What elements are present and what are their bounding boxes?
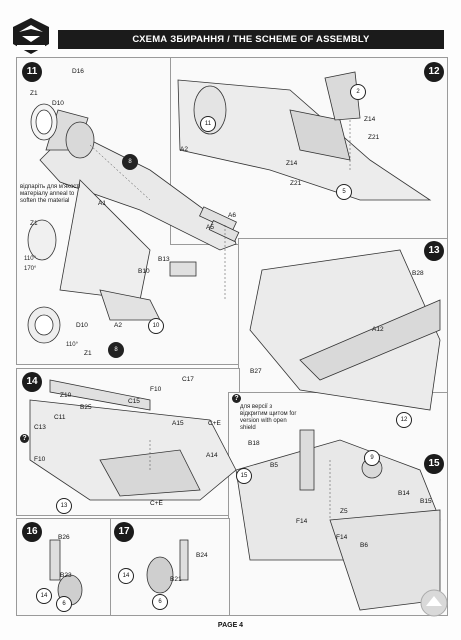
subassembly-8-icon: 8 bbox=[122, 154, 138, 170]
page-number: PAGE 4 bbox=[217, 622, 244, 629]
part-B23: B23 bbox=[60, 572, 72, 579]
angle-label: 110° bbox=[24, 256, 36, 262]
part-A2: A2 bbox=[180, 146, 188, 153]
part-A1: A1 bbox=[98, 200, 106, 207]
part-Z10: Z10 bbox=[60, 392, 72, 399]
subassembly-8-icon: 8 bbox=[108, 342, 124, 358]
subassembly-12-icon: 12 bbox=[396, 412, 412, 428]
part-C11: C11 bbox=[54, 414, 66, 421]
subassembly-5-icon: 5 bbox=[336, 184, 352, 200]
part-F14: F14 bbox=[336, 534, 348, 541]
part-A2: A2 bbox=[114, 322, 122, 329]
part-Z1: Z1 bbox=[30, 220, 38, 227]
part-A14: A14 bbox=[206, 452, 218, 459]
part-Z14: Z14 bbox=[364, 116, 376, 123]
subassembly-6-icon: 6 bbox=[152, 594, 168, 610]
part-Z1: Z1 bbox=[84, 350, 92, 357]
angle-label: 170° bbox=[24, 266, 37, 272]
part-C+E: C+E bbox=[150, 500, 163, 507]
note-anneal: відпаріть для м'якості матеріалу anneal … bbox=[20, 184, 81, 204]
subassembly-11-icon: 11 bbox=[200, 116, 216, 132]
part-Z1: Z1 bbox=[30, 90, 38, 97]
step-number-13: 13 bbox=[424, 241, 444, 261]
part-B24: B24 bbox=[196, 552, 208, 559]
step-number-14: 14 bbox=[22, 372, 42, 392]
part-Z14: Z14 bbox=[286, 160, 298, 167]
part-C+E: C+E bbox=[208, 420, 221, 427]
step-number-12: 12 bbox=[424, 62, 444, 82]
part-C17: C17 bbox=[182, 376, 194, 383]
part-B10: B10 bbox=[138, 268, 150, 275]
part-D16: D16 bbox=[72, 68, 84, 75]
angle-label: 110° bbox=[66, 342, 78, 348]
part-C15: C15 bbox=[128, 398, 140, 405]
part-A12: A12 bbox=[372, 326, 384, 333]
subassembly-10-icon: 10 bbox=[148, 318, 164, 334]
part-A6: A6 bbox=[228, 212, 236, 219]
step-number-16: 16 bbox=[22, 522, 42, 542]
part-F14: F14 bbox=[296, 518, 308, 525]
part-B25: B25 bbox=[80, 404, 92, 411]
part-B6: B6 bbox=[360, 542, 368, 549]
glue-marker-icon: ? bbox=[232, 394, 241, 403]
subassembly-15-icon: 15 bbox=[236, 468, 252, 484]
part-D10: D10 bbox=[76, 322, 88, 329]
subassembly-14-icon: 14 bbox=[36, 588, 52, 604]
part-F10: F10 bbox=[34, 456, 46, 463]
subassembly-2-icon: 2 bbox=[350, 84, 366, 100]
part-B13: B13 bbox=[158, 256, 170, 263]
part-A5: A5 bbox=[206, 224, 214, 231]
part-B14: B14 bbox=[398, 490, 410, 497]
part-Z21: Z21 bbox=[290, 180, 302, 187]
modelsvit-logo bbox=[13, 18, 49, 54]
page-title: СХЕМА ЗБИРАННЯ / THE SCHEME OF ASSEMBLY bbox=[58, 30, 444, 49]
subassembly-13-icon: 13 bbox=[56, 498, 72, 514]
step-number-11: 11 bbox=[22, 62, 42, 82]
part-B5: B5 bbox=[270, 462, 278, 469]
part-B28: B28 bbox=[412, 270, 424, 277]
part-A15: A15 bbox=[172, 420, 184, 427]
step-number-17: 17 bbox=[114, 522, 134, 542]
subassembly-14-icon: 14 bbox=[118, 568, 134, 584]
step-number-15: 15 bbox=[424, 454, 444, 474]
part-C13: C13 bbox=[34, 424, 46, 431]
subassembly-9-icon: 9 bbox=[364, 450, 380, 466]
part-B21: B21 bbox=[170, 576, 182, 583]
note-open-shield: для версії з відкритим щитом for version… bbox=[240, 404, 297, 431]
subassembly-6-icon: 6 bbox=[56, 596, 72, 612]
part-B27: B27 bbox=[250, 368, 262, 375]
part-B26: B26 bbox=[58, 534, 70, 541]
part-F10: F10 bbox=[150, 386, 162, 393]
part-B18: B18 bbox=[248, 440, 260, 447]
part-Z5: Z5 bbox=[340, 508, 348, 515]
part-B15: B15 bbox=[420, 498, 432, 505]
glue-marker-icon: ? bbox=[20, 434, 29, 443]
brand-stamp bbox=[420, 589, 448, 617]
part-Z21: Z21 bbox=[368, 134, 380, 141]
part-D10: D10 bbox=[52, 100, 64, 107]
